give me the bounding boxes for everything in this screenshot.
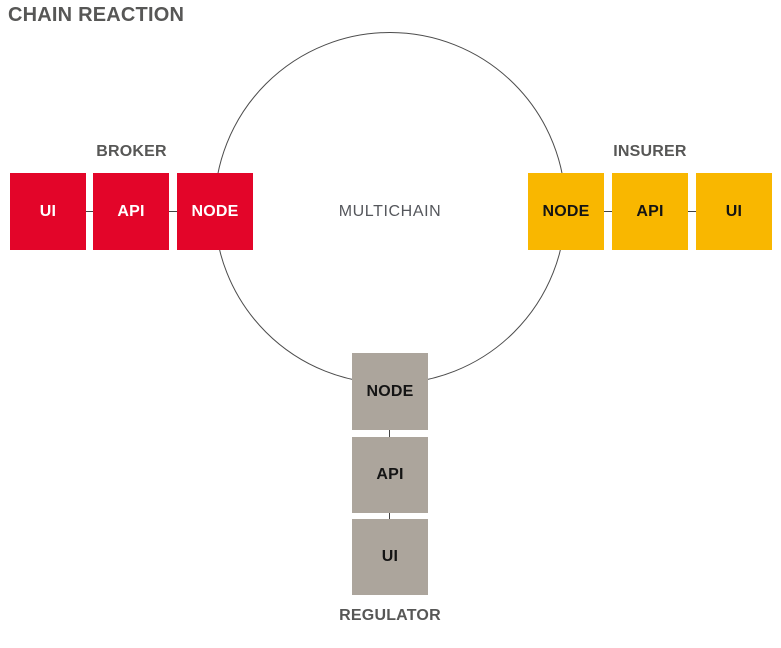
broker-ui-box: UI [10, 173, 86, 250]
insurer-group-label: INSURER [613, 143, 687, 160]
insurer-ui-box: UI [696, 173, 772, 250]
broker-node-box: NODE [177, 173, 253, 250]
insurer-api-ui-connector [688, 211, 696, 212]
page-title: CHAIN REACTION [8, 4, 185, 26]
insurer-node-api-connector [604, 211, 612, 212]
regulator-node-box: NODE [352, 353, 428, 430]
multichain-label: MULTICHAIN [338, 203, 442, 220]
regulator-ui-box: UI [352, 519, 428, 595]
insurer-node-box: NODE [528, 173, 604, 250]
insurer-api-box: API [612, 173, 688, 250]
regulator-group-label: REGULATOR [339, 607, 441, 624]
broker-api-box: API [93, 173, 169, 250]
regulator-api-box: API [352, 437, 428, 513]
broker-api-node-connector [169, 211, 177, 212]
broker-ui-api-connector [86, 211, 93, 212]
regulator-node-api-connector [389, 430, 390, 437]
regulator-api-ui-connector [389, 513, 390, 519]
broker-group-label: BROKER [96, 143, 167, 160]
